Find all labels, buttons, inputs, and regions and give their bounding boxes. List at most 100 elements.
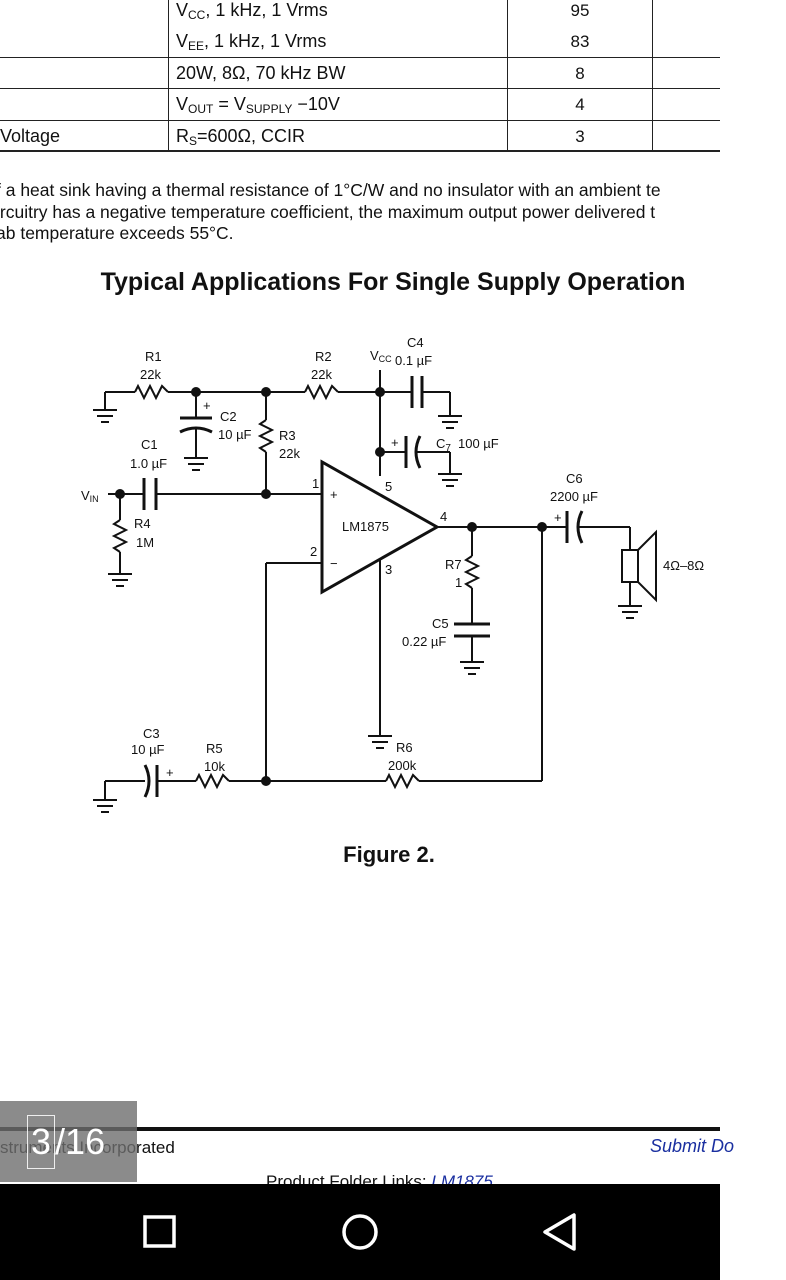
r2-label: R2 [315, 349, 332, 364]
ground-symbol [460, 661, 484, 675]
r7-label: R7 [445, 557, 462, 572]
table-rule [0, 120, 720, 121]
ic-label: LM1875 [342, 519, 389, 534]
c3-capacitor [143, 764, 151, 798]
recents-icon [143, 1215, 176, 1248]
table-cell-condition: RS=600Ω, CCIR [176, 126, 306, 148]
r7-value: 1 [455, 575, 462, 590]
c5-value: 0.22 µF [402, 634, 446, 649]
page-separator: / [55, 1121, 66, 1162]
table-row: Voltage RS=600Ω, CCIR 3 [0, 121, 720, 152]
table-divider [507, 0, 508, 152]
table-cell-param [0, 0, 168, 26]
home-button[interactable] [300, 1184, 420, 1280]
submit-feedback-link[interactable]: Submit Do [649, 1136, 734, 1156]
r2-resistor [304, 383, 339, 401]
ground-symbol [93, 799, 117, 813]
ground-symbol [368, 735, 392, 749]
r2-value: 22k [311, 367, 332, 382]
pin-3: 3 [385, 562, 392, 577]
r3-label: R3 [279, 428, 296, 443]
pin-2: 2 [310, 544, 317, 559]
table-row: VOUT = VSUPPLY −10V 4 [0, 89, 720, 120]
table-cell-condition: 20W, 8Ω, 70 kHz BW [176, 63, 346, 83]
c4-value: 0.1 µF [395, 353, 432, 368]
note-line: ircuitry has a negative temperature coef… [0, 201, 656, 222]
current-page: 3 [27, 1115, 56, 1169]
pin-4: 4 [440, 509, 447, 524]
note-line: f a heat sink having a thermal resistanc… [0, 180, 661, 200]
lm1875-amplifier [320, 459, 441, 595]
r6-label: R6 [396, 740, 413, 755]
r1-label: R1 [145, 349, 162, 364]
r3-value: 22k [279, 446, 300, 461]
pin-1: 1 [312, 476, 319, 491]
r5-resistor [195, 772, 230, 790]
r4-label: R4 [134, 516, 151, 531]
c1-label: C1 [141, 437, 158, 452]
spec-table: VCC, 1 kHz, 1 Vrms 95 VEE, 1 kHz, 1 Vrms… [0, 0, 720, 152]
r6-value: 200k [388, 758, 417, 773]
table-row: VCC, 1 kHz, 1 Vrms 95 [0, 0, 720, 26]
figure-caption: Figure 2. [343, 842, 435, 867]
table-cell-param [0, 89, 168, 120]
table-rule [0, 57, 720, 58]
ground-symbol [108, 573, 132, 587]
note-line: ab temperature exceeds 55°C. [0, 223, 234, 243]
c6-plus: + [554, 510, 562, 525]
back-icon [543, 1213, 576, 1251]
ground-symbol [184, 457, 208, 471]
table-divider [652, 0, 653, 152]
table-rule [0, 88, 720, 89]
table-row: 20W, 8Ω, 70 kHz BW 8 [0, 58, 720, 89]
r5-value: 10k [204, 759, 225, 774]
c3-label: C3 [143, 726, 160, 741]
circuit-schematic: R1 22k R2 22k R3 22k R4 1M R5 10k R6 200… [81, 335, 704, 813]
table-rule [0, 150, 720, 152]
c7-value: 100 µF [458, 436, 499, 451]
r4-resistor [111, 519, 129, 553]
page-indicator: 3/16 [0, 1101, 137, 1182]
r7-resistor [463, 555, 481, 589]
r1-resistor [134, 383, 169, 401]
table-divider [168, 0, 169, 152]
speaker-label: 4Ω–8Ω [663, 558, 704, 573]
ground-symbol [93, 409, 117, 423]
table-row: VEE, 1 kHz, 1 Vrms 83 [0, 26, 720, 57]
c7-label: C7 [436, 436, 451, 454]
c6-value: 2200 µF [550, 489, 598, 504]
c6-label: C6 [566, 471, 583, 486]
c3-plus: + [166, 765, 174, 780]
speaker-icon [621, 549, 639, 583]
ground-symbol [438, 415, 462, 429]
section-title: Typical Applications For Single Supply O… [100, 268, 686, 296]
ground-symbol [618, 605, 642, 619]
r1-value: 22k [140, 367, 161, 382]
inverting-input-sign: − [330, 556, 338, 571]
c3-value: 10 µF [131, 742, 165, 757]
r6-resistor [385, 772, 420, 790]
thermal-note-paragraph: f a heat sink having a thermal resistanc… [0, 180, 736, 245]
noninverting-input-sign: + [330, 487, 338, 502]
pin-5: 5 [385, 479, 392, 494]
back-button[interactable] [500, 1184, 620, 1280]
r3-resistor [257, 419, 275, 453]
c1-value: 1.0 µF [130, 456, 167, 471]
table-cell-value: 3 [575, 127, 585, 146]
table-cell-value: 8 [575, 64, 585, 83]
table-cell-condition: VOUT = VSUPPLY −10V [176, 94, 340, 116]
navigation-bar [0, 1184, 720, 1280]
table-cell-param [0, 58, 168, 89]
c7-plus: + [391, 435, 399, 450]
table-cell-condition: VEE, 1 kHz, 1 Vrms [176, 31, 327, 53]
c2-plus: + [203, 398, 211, 413]
table-cell-condition: VCC, 1 kHz, 1 Vrms [176, 0, 328, 22]
table-cell-value: 83 [570, 32, 590, 51]
footer-rule [0, 1127, 720, 1131]
total-pages: 16 [65, 1121, 106, 1162]
home-icon [342, 1214, 378, 1250]
table-cell-value: 4 [575, 95, 585, 114]
table-cell-value: 95 [570, 1, 590, 20]
product-folder-links: Product Folder Links: LM1875 [266, 1172, 493, 1191]
recents-button[interactable] [100, 1184, 220, 1280]
